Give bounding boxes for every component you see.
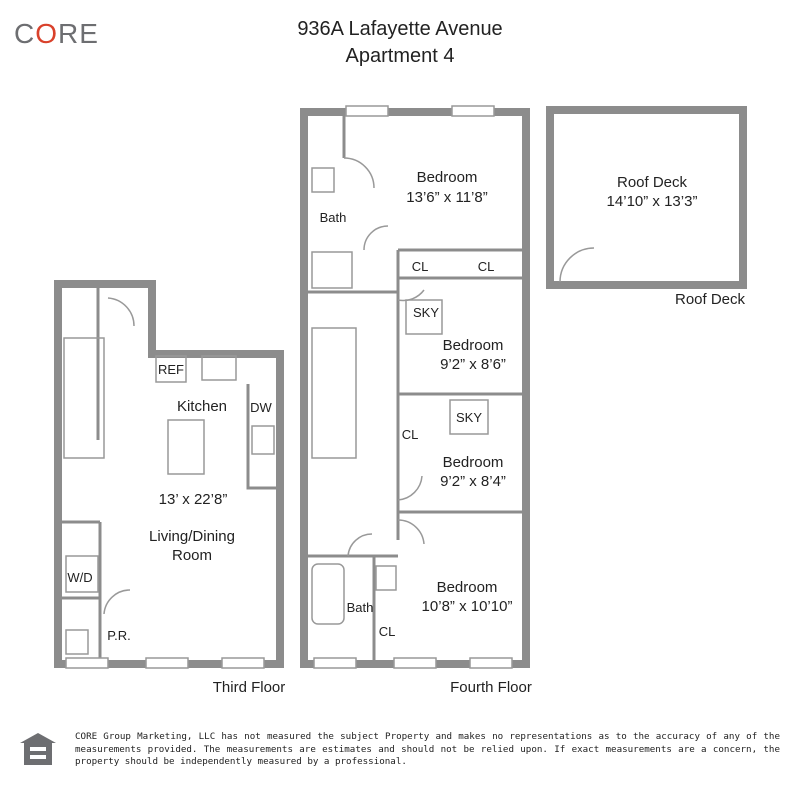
roof-deck-room-label: Roof Deck (617, 174, 688, 191)
dishwasher-label: DW (250, 400, 272, 415)
refrigerator (155, 355, 187, 383)
equal-housing-opportunity-icon (20, 733, 56, 765)
washer-dryer-label: W/D (67, 570, 92, 585)
kitchen-island (167, 419, 205, 475)
living-dimensions: 13’ x 22’8” (159, 491, 228, 508)
property-address: 936A Lafayette Avenue (297, 18, 503, 40)
bathtub (311, 563, 345, 625)
bedroom1-dimensions: 13’6” x 11’8” (406, 189, 487, 206)
apartment-number: Apartment 4 (345, 45, 455, 67)
kitchen-sink (251, 425, 275, 455)
stove (201, 355, 237, 381)
fixtures (63, 105, 595, 669)
skylight-2 (449, 399, 489, 435)
disclaimer-text: CORE Group Marketing, LLC has not measur… (75, 731, 780, 767)
bedroom1-label: Bedroom (417, 169, 478, 186)
powder-room-label: P.R. (107, 628, 131, 643)
lower-bath-sink (375, 565, 397, 591)
stairs-third (63, 337, 105, 459)
closet-label-b: CL (478, 259, 495, 274)
roof-deck-caption: Roof Deck (675, 291, 746, 308)
ref-label: REF (158, 362, 184, 377)
core-logo: CORE (14, 18, 99, 49)
lower-bath-label: Bath (347, 600, 374, 615)
roof-deck-walls (546, 106, 747, 289)
skylight-1 (405, 299, 443, 335)
floor-labels: Roof Deck Third Floor Fourth Floor (213, 291, 746, 696)
living-label-line1: Living/Dining (149, 528, 235, 545)
upper-bath-sink (311, 167, 335, 193)
fourth-floor-caption: Fourth Floor (450, 679, 532, 696)
living-label-line2: Room (172, 547, 212, 564)
roof-deck-dimensions: 14’10” x 13’3” (607, 193, 698, 210)
skylight-label-1: SKY (413, 305, 439, 320)
powder-room-sink (65, 629, 89, 655)
closet-label-a: CL (412, 259, 429, 274)
stairs-fourth (311, 327, 357, 459)
upper-bath-label: Bath (320, 210, 347, 225)
third-floor-walls (54, 280, 284, 668)
kitchen-label: Kitchen (177, 398, 227, 415)
skylight-label-2: SKY (456, 410, 482, 425)
third-floor-caption: Third Floor (213, 679, 286, 696)
bedroom3-label: Bedroom (443, 454, 504, 471)
washer-dryer (65, 555, 99, 593)
bedroom2-dimensions: 9’2” x 8’6” (440, 356, 506, 373)
bedroom3-dimensions: 9’2” x 8’4” (440, 473, 506, 490)
closet-label-c: CL (402, 427, 419, 442)
bedroom4-dimensions: 10’8” x 10’10” (422, 598, 513, 615)
bedroom2-label: Bedroom (443, 337, 504, 354)
shower (311, 251, 353, 289)
bedroom4-label: Bedroom (437, 579, 498, 596)
room-labels: Bedroom 13’6” x 11’8” Bath CL CL SKY Bed… (67, 169, 697, 643)
closet-label-d: CL (379, 624, 396, 639)
interior-walls (62, 116, 522, 660)
